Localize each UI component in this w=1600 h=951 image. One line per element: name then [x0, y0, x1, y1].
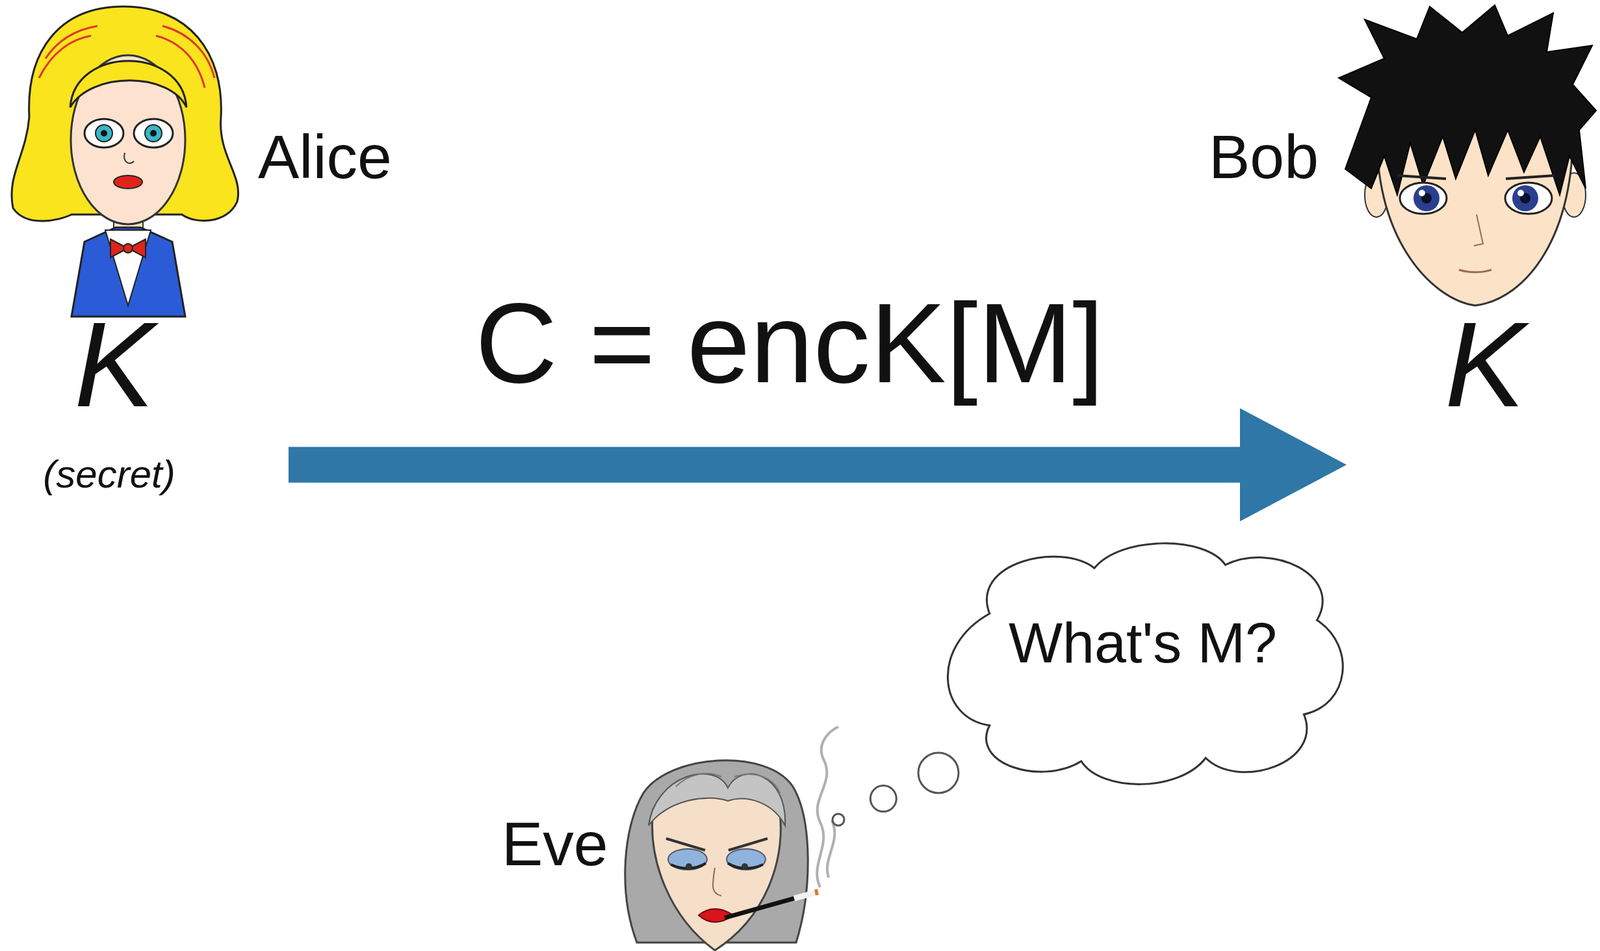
eve-figure-part — [666, 838, 768, 851]
alice-figure-part — [133, 118, 173, 148]
message-arrow — [288, 408, 1347, 522]
bob-figure-part — [1418, 189, 1426, 197]
eve-figure-part — [675, 773, 780, 793]
alice-figure-part — [144, 124, 162, 142]
person-name: Bob — [1208, 126, 1319, 188]
thought-bubble — [832, 813, 845, 826]
bob-figure — [1338, 5, 1597, 306]
person-name: Eve — [501, 812, 609, 875]
bob-figure-part — [1512, 185, 1539, 212]
bob-figure-part — [1413, 185, 1440, 212]
eve-figure-part — [712, 867, 722, 896]
person-name: Alice — [258, 126, 392, 188]
eve-figure-part — [724, 898, 795, 918]
arrow-shape — [288, 408, 1347, 522]
alice-figure-part — [124, 152, 134, 164]
eve-figure-part — [685, 863, 693, 870]
alice-figure — [11, 6, 239, 317]
alice-figure-part — [150, 129, 157, 137]
eve-figure-part — [814, 891, 819, 893]
alice-figure-part — [110, 239, 146, 258]
eve-figure-part — [741, 863, 749, 870]
thought-cloud: What's M? — [930, 535, 1355, 791]
thought-bubble — [870, 785, 897, 812]
alice-figure-part — [71, 227, 186, 317]
eve-figure-part — [670, 863, 763, 869]
eve-figure-part — [652, 794, 782, 951]
eve-figure-part — [794, 892, 817, 899]
bob-figure-part — [1397, 175, 1555, 179]
thought-bubbles — [832, 752, 959, 826]
bob-figure-part — [1399, 182, 1447, 214]
person-node: AliceK(secret) — [12, 292, 273, 514]
thought-text: What's M? — [1008, 614, 1278, 672]
alice-figure-part — [100, 129, 108, 137]
secret-note: (secret) — [42, 454, 175, 494]
eve-figure-part — [648, 774, 786, 826]
alice-figure-part — [84, 118, 124, 148]
eve-figure — [625, 760, 819, 951]
alice-figure-part — [162, 25, 215, 78]
bob-figure-part — [1505, 182, 1552, 214]
alice-figure-part — [38, 35, 91, 78]
alice-figure-part — [95, 124, 113, 142]
alice-figure-part — [70, 61, 187, 108]
person-node: Eve — [493, 747, 819, 951]
alice-figure-part — [113, 175, 143, 189]
person-node: BobK — [1351, 292, 1593, 514]
alice-figure-part — [105, 230, 151, 306]
edge-label: C = encK[M] — [475, 285, 1105, 400]
smoke — [816, 726, 839, 888]
bob-figure-part — [1517, 189, 1524, 197]
bob-figure-part — [1458, 269, 1492, 273]
key-symbol: K — [74, 304, 155, 426]
alice-figure-part — [123, 243, 133, 253]
bob-figure-part — [1473, 214, 1484, 246]
thought-bubble — [918, 752, 959, 793]
bob-figure-part — [1338, 5, 1597, 195]
key-symbol: K — [1444, 304, 1525, 426]
cloud-outline-path — [947, 543, 1343, 785]
